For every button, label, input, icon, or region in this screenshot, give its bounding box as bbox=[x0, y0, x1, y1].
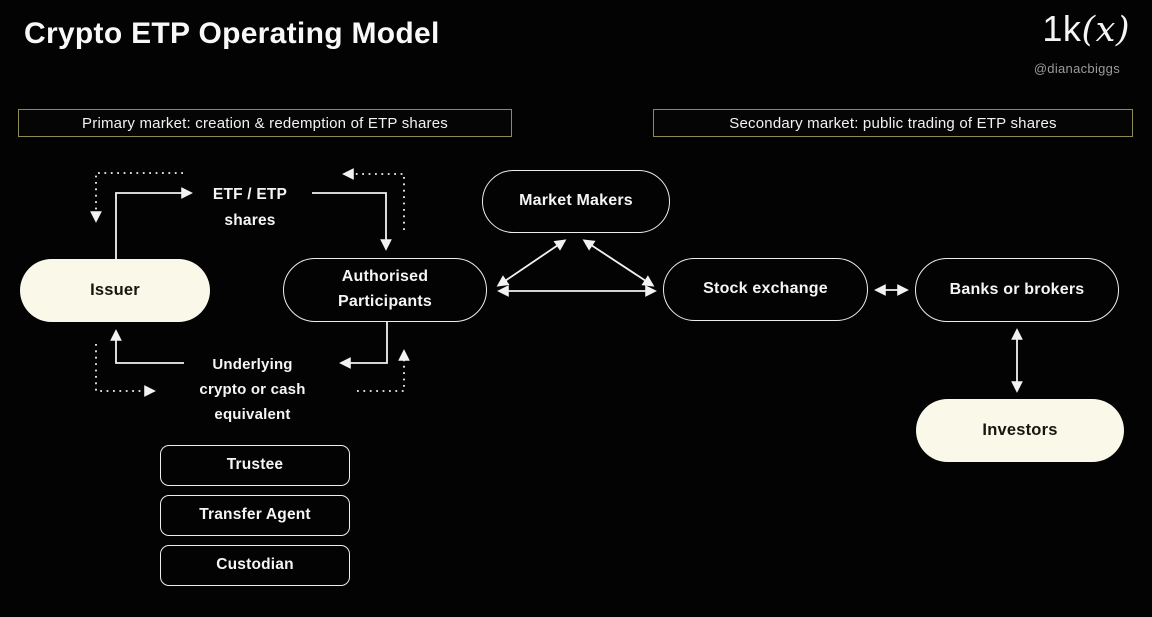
arrow-underlying-to-issuer bbox=[110, 329, 184, 364]
arrow-authorised-participants-to-underlying bbox=[339, 322, 388, 369]
arrow-market-makers-stock-exchange bbox=[582, 239, 655, 287]
label-etf-etp-shares: ETF / ETP shares bbox=[212, 186, 288, 229]
secondary-market-label: Secondary market: public trading of ETP … bbox=[653, 109, 1133, 137]
page-title: Crypto ETP Operating Model bbox=[24, 17, 440, 50]
dotted-arrow-issuer-to-underlying bbox=[95, 344, 156, 397]
primary-market-label: Primary market: creation & redemption of… bbox=[18, 109, 512, 137]
author-handle: @dianacbiggs bbox=[1033, 61, 1120, 76]
node-custodian: Custodian bbox=[160, 545, 350, 586]
dotted-arrow-underlying-to-authorised-participants bbox=[357, 349, 410, 392]
node-stock-exchange: Stock exchange bbox=[663, 258, 868, 321]
dotted-arrow-authorised-participants-to-etp-shares bbox=[342, 168, 405, 230]
logo-text: 1k bbox=[1042, 8, 1082, 49]
node-authorised-participants: Authorised Participants bbox=[283, 258, 487, 322]
arrow-issuer-to-etp-shares bbox=[115, 187, 193, 259]
node-trustee: Trustee bbox=[160, 445, 350, 486]
arrow-etp-shares-to-authorised-participants bbox=[312, 192, 392, 251]
node-investors: Investors bbox=[916, 399, 1124, 462]
label-underlying-crypto: Underlying crypto or cash equivalent bbox=[199, 356, 306, 423]
node-transfer-agent: Transfer Agent bbox=[160, 495, 350, 536]
arrow-authorised-participants-market-makers bbox=[496, 239, 567, 287]
node-banks-or-brokers: Banks or brokers bbox=[915, 258, 1119, 322]
node-issuer: Issuer bbox=[20, 259, 210, 322]
node-market-makers: Market Makers bbox=[482, 170, 670, 233]
logo-fx-text: (x) bbox=[1081, 10, 1130, 50]
1kx-logo: 1k(x) bbox=[1042, 8, 1130, 50]
dotted-arrow-etp-shares-to-issuer bbox=[90, 172, 183, 223]
